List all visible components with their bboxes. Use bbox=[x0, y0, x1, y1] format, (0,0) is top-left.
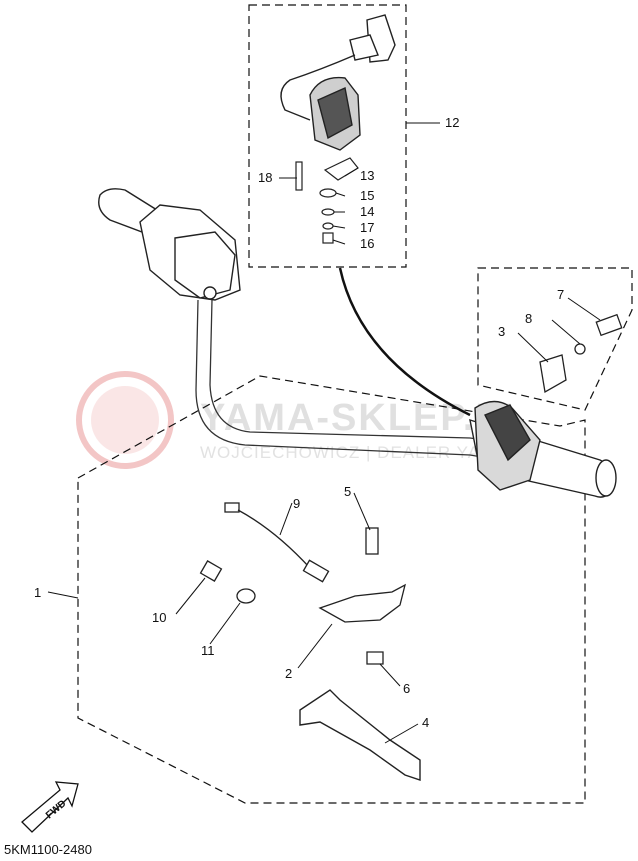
part-11-locknut bbox=[236, 588, 256, 604]
clamp-hardware bbox=[539, 313, 623, 394]
group-box-1 bbox=[77, 375, 586, 804]
callout-14: 14 bbox=[360, 204, 374, 219]
callout-10: 10 bbox=[152, 610, 166, 625]
part-5-bolt bbox=[365, 527, 379, 555]
watermark-logo bbox=[76, 371, 174, 469]
watermark-subtitle: WOJCIECHOWICZ | DEALER YAMAHA bbox=[200, 443, 533, 462]
callout-3: 3 bbox=[498, 324, 505, 339]
watermark: YAMA-SKLEP.PL WOJCIECHOWICZ | DEALER YAM… bbox=[76, 371, 533, 469]
part-6-nut bbox=[366, 651, 384, 665]
diagram-code: 5KM1100-2480 bbox=[4, 842, 92, 857]
part-9-cable bbox=[237, 509, 311, 569]
callout-2: 2 bbox=[285, 666, 292, 681]
group-box-12 bbox=[248, 4, 407, 268]
switch-wire bbox=[338, 267, 471, 417]
part-16-screw bbox=[322, 232, 334, 244]
part-13-bracket bbox=[323, 157, 359, 181]
callout-9: 9 bbox=[293, 496, 300, 511]
part-7-screw bbox=[595, 313, 623, 337]
callout-17: 17 bbox=[360, 220, 374, 235]
callout-16: 16 bbox=[360, 236, 374, 251]
part-8-washer bbox=[574, 343, 586, 355]
part-3-clamp bbox=[539, 354, 567, 394]
handlebar bbox=[195, 299, 561, 471]
part-18-bolt bbox=[295, 161, 303, 191]
fwd-arrow-icon: FWD bbox=[21, 781, 79, 833]
callout-13: 13 bbox=[360, 168, 374, 183]
callout-18: 18 bbox=[258, 170, 272, 185]
lever-holder bbox=[318, 527, 406, 665]
callout-7: 7 bbox=[557, 287, 564, 302]
callout-4: 4 bbox=[422, 715, 429, 730]
callout-8: 8 bbox=[525, 311, 532, 326]
callout-1: 1 bbox=[34, 585, 41, 600]
part-12-switch bbox=[280, 14, 396, 151]
group-box-7-8-3 bbox=[477, 267, 633, 411]
part-17-washer bbox=[322, 222, 334, 230]
callout-6: 6 bbox=[403, 681, 410, 696]
callout-5: 5 bbox=[344, 484, 351, 499]
part-14-washer bbox=[321, 208, 335, 216]
cable-parts bbox=[199, 502, 330, 604]
part-4-lever bbox=[299, 689, 421, 781]
callout-12: 12 bbox=[445, 115, 459, 130]
left-grip-assembly bbox=[98, 188, 241, 301]
small-hardware bbox=[295, 157, 359, 244]
callout-11: 11 bbox=[201, 643, 215, 658]
callout-15: 15 bbox=[360, 188, 374, 203]
part-15-nut bbox=[319, 188, 337, 198]
part-10-adjuster bbox=[199, 560, 223, 582]
part-2-holder bbox=[318, 583, 406, 623]
part-9-connector bbox=[224, 502, 240, 513]
right-grip-assembly bbox=[469, 400, 617, 498]
